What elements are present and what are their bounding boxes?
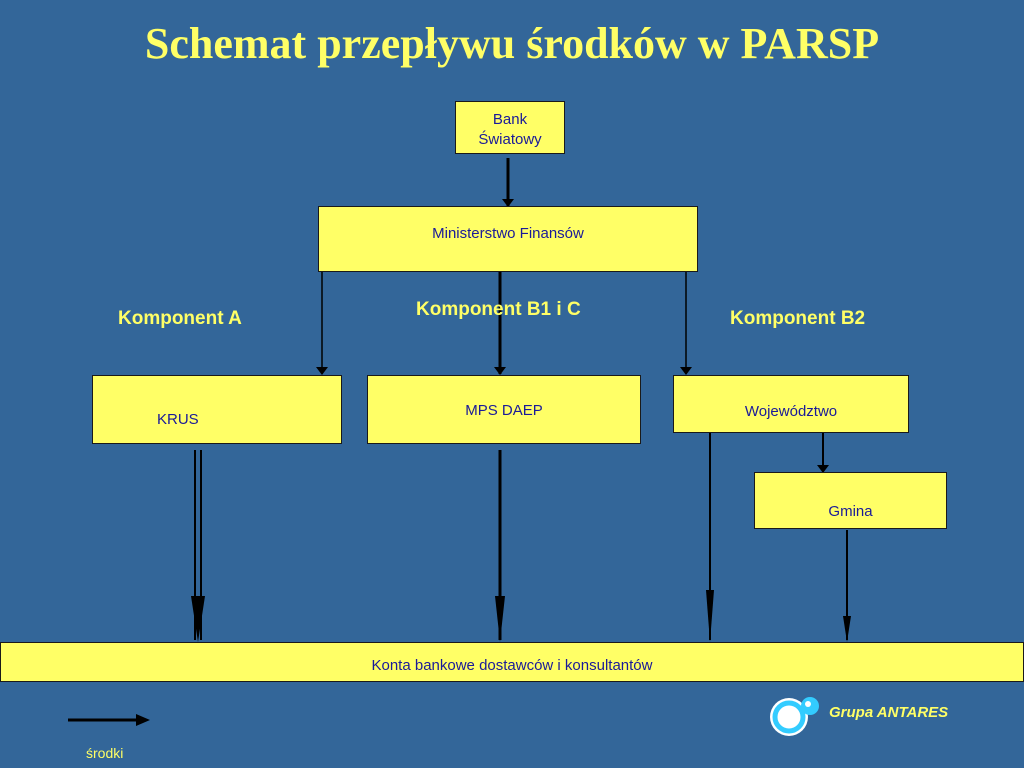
arrowhead-krus-to-konta [191, 596, 205, 642]
node-mps-daep: MPS DAEP [367, 375, 641, 444]
node-wojewodztwo: Województwo [673, 375, 909, 433]
legend-arrowhead [136, 714, 150, 726]
node-mps-label: MPS DAEP [465, 402, 543, 419]
arrowhead-gmina-to-konta [843, 616, 851, 642]
node-ministerstwo-label: Ministerstwo Finansów [432, 225, 584, 242]
node-bank-label-line1: Bank [492, 111, 528, 128]
node-gmina-label: Gmina [828, 503, 873, 520]
brand-name: Grupa ANTARES [829, 704, 949, 721]
node-krus-label: KRUS [157, 411, 199, 428]
arrowhead-wojewodztwo-to-konta [706, 590, 714, 642]
node-konta-bankowe: Konta bankowe dostawców i konsultantów [0, 642, 1024, 682]
arrowhead-mps-to-konta [495, 596, 505, 642]
component-b2-label: Komponent B2 [730, 308, 866, 329]
node-gmina: Gmina [754, 472, 947, 529]
node-krus: KRUS [92, 375, 342, 444]
node-wojewodztwo-label: Województwo [744, 403, 838, 420]
brand-logo-icon [770, 697, 819, 736]
node-bank-swiatowy: Bank Światowy [455, 101, 565, 154]
node-konta-label: Konta bankowe dostawców i konsultantów [371, 657, 653, 674]
page-title: Schemat przepływu środków w PARSP [144, 19, 880, 68]
component-b1c-label: Komponent B1 i C [416, 299, 581, 320]
node-bank-label-line2: Światowy [478, 131, 542, 148]
component-a-label: Komponent A [118, 308, 242, 329]
legend-label: środki [86, 745, 124, 761]
node-ministerstwo-finansow: Ministerstwo Finansów [318, 206, 698, 272]
